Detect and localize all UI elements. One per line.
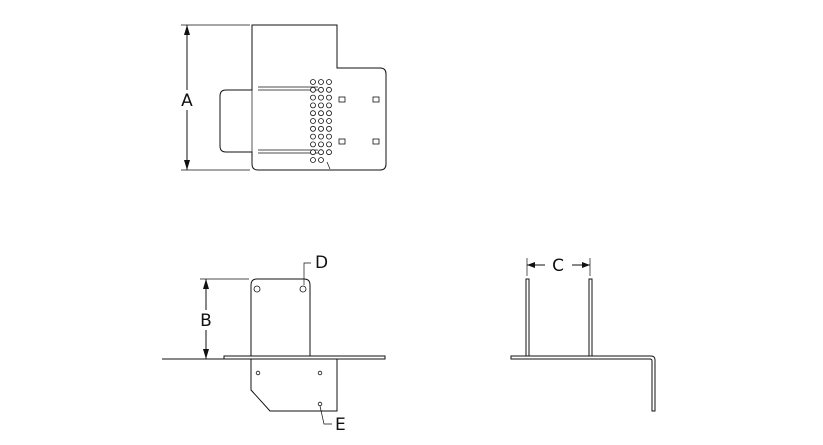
top-view-outline (219, 24, 387, 171)
slot (372, 96, 380, 103)
perforation-hole (318, 102, 324, 109)
perforation-hole (326, 102, 332, 109)
perforation-hole (318, 86, 324, 93)
perforation-hole (326, 110, 332, 117)
slot (338, 96, 346, 103)
perforation-hole (318, 141, 324, 148)
front-view: B D E (162, 253, 386, 435)
side-upright-left (525, 278, 530, 357)
base-plate (223, 355, 386, 360)
perforation-hole (318, 125, 324, 132)
perforation-hole (310, 141, 316, 148)
perforation-hole (318, 110, 324, 117)
perforation-hole (318, 118, 324, 124)
arrow-head (582, 262, 590, 268)
slot (372, 138, 380, 145)
perforation-hole (326, 118, 332, 124)
perforation-hole (310, 118, 316, 124)
perforation-hole (318, 94, 324, 101)
front-upright-plate (250, 278, 311, 356)
perforation-hole (310, 102, 316, 109)
top-view: A (181, 24, 387, 171)
side-base-bracket (510, 355, 656, 412)
callout-d-leader (303, 262, 311, 285)
hole (253, 285, 261, 293)
perforation-hole (326, 141, 332, 148)
hole (317, 370, 323, 376)
arrow-head (184, 25, 190, 35)
perforation-hole (310, 125, 316, 132)
perforation-hole (326, 125, 332, 132)
perforation-hole (310, 133, 316, 140)
perforation-hole (310, 94, 316, 101)
hole (255, 370, 261, 376)
perforation-hole (310, 86, 316, 93)
dimension-a-label: A (181, 91, 193, 111)
arrow-head (527, 262, 535, 268)
side-view: C (510, 256, 656, 412)
perforation-hole (318, 79, 324, 85)
slot (338, 138, 346, 145)
perforation-hole (326, 79, 332, 85)
perforation-hole (310, 79, 316, 85)
perforation-hole (326, 149, 332, 156)
arrow-head (203, 349, 209, 359)
arrow-head (203, 279, 209, 289)
perforation-hole (326, 133, 332, 140)
hole (317, 401, 323, 407)
callout-e-leader (319, 405, 332, 425)
lower-plate (250, 359, 338, 412)
perforation-hole (310, 110, 316, 117)
callout-e-label: E (335, 415, 346, 435)
leader-mark (326, 161, 331, 170)
hole-grid (310, 79, 332, 163)
arrow-head (184, 160, 190, 170)
hole (299, 285, 307, 293)
perforation-hole (318, 133, 324, 140)
perforation-hole (310, 149, 316, 156)
perforation-hole (318, 157, 324, 163)
perforation-hole (326, 94, 332, 101)
callout-d-label: D (315, 253, 328, 273)
perforation-hole (326, 86, 332, 93)
side-upright-right (588, 278, 593, 357)
perforation-hole (310, 157, 316, 163)
dimension-b-label: B (200, 311, 212, 331)
dimension-c-label: C (552, 256, 564, 276)
perforation-hole (318, 149, 324, 156)
